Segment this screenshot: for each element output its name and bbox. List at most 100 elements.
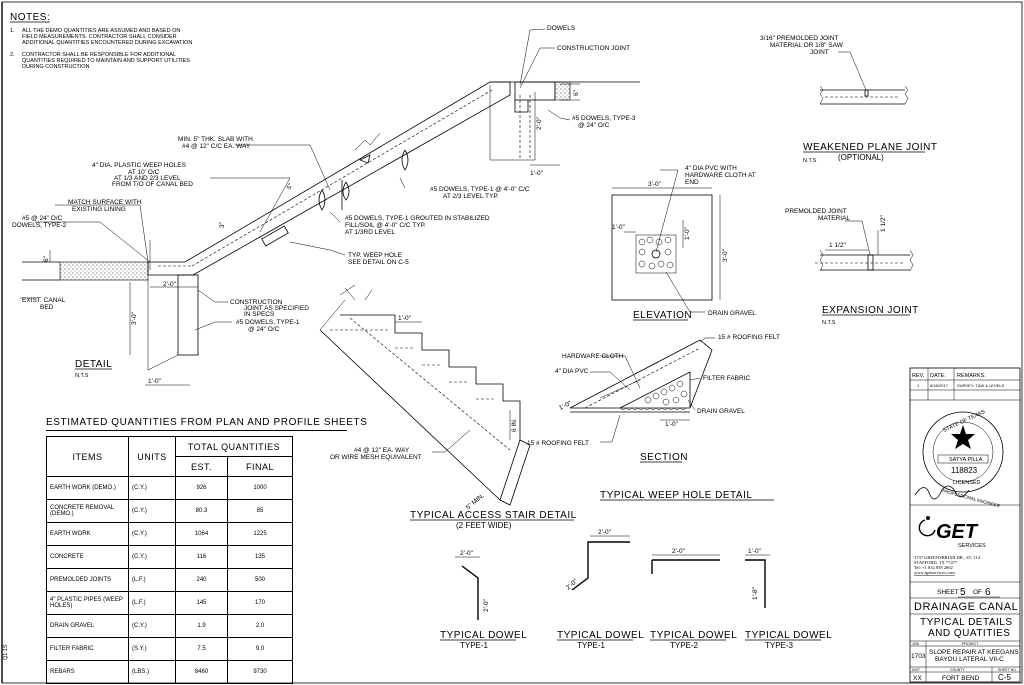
final-cell: 1225 — [226, 522, 294, 546]
dowel-3-d1: 2'-0" — [672, 548, 686, 555]
weakened-label-2: MATERIAL OR 1/8" SAW — [770, 42, 844, 49]
star-icon — [951, 425, 975, 449]
label-weep: 4" DIA. PLASTIC WEEP HOLES — [92, 162, 187, 169]
item-cell: EARTH WORK — [46, 522, 129, 546]
section-roof-bot: 15 # ROOFING FELT — [527, 440, 589, 447]
item-cell: 4" PLASTIC PIPES (WEEP HOLES) — [46, 591, 129, 615]
unit-cell: (LBS.) — [128, 660, 176, 684]
label-dowels-type1-top-2: AT 2/3 LEVEL TYP. — [443, 193, 499, 200]
elevation-dim-w: 3'-0" — [648, 181, 662, 188]
col-final: FINAL — [226, 456, 294, 477]
label-weep-4: FROM T/O OF CANAL BED — [112, 181, 193, 188]
stair-title: TYPICAL ACCESS STAIR DETAIL — [410, 510, 577, 521]
tb-county-h: COUNTY — [950, 668, 965, 672]
drain-gravel-pattern — [638, 236, 674, 270]
logo-swoosh-icon — [918, 519, 936, 537]
pe-seal: STATE OF TEXAS SATYA PILLA 118823 LICENS… — [914, 409, 1004, 509]
final-cell: 1000 — [226, 476, 294, 500]
section-dim-b: 1'-0" — [665, 421, 679, 428]
unit-cell: (C.Y.) — [128, 522, 176, 546]
tb-sheet-total: 6 — [985, 587, 991, 598]
weakened-plane-joint: 3/16" PREMOLDED JOINT MATERIAL OR 1/8" S… — [760, 35, 937, 164]
tb-project-title: DRAINAGE CANAL — [914, 601, 1018, 613]
final-cell: 2.0 — [226, 614, 294, 638]
expansion-label-2: MATERIAL — [818, 215, 850, 222]
quantities-title: ESTIMATED QUANTITIES FROM PLAN AND PROFI… — [46, 417, 368, 428]
dim-6: 6" — [43, 255, 50, 262]
elevation-pvc-2: HARDWARE CLOTH AT — [685, 172, 756, 179]
label-match-2: EXISTING LINING — [72, 206, 126, 213]
unit-cell: (C.Y.) — [128, 476, 176, 500]
unit-cell: (L.F.) — [128, 591, 176, 615]
detail-scale: N.T.S — [75, 373, 89, 379]
tb-project-h: PROJECT — [962, 642, 979, 646]
signature — [914, 485, 970, 500]
tb-drawing-title-2: AND QUATITIES — [928, 628, 1010, 639]
expansion-dim-a: 1 1/2" — [829, 242, 846, 249]
section-dim-a: 1'-0" — [558, 400, 573, 412]
section-gravel — [644, 380, 688, 406]
label-dowels-type1-bot-2: @ 24" O/C — [248, 326, 280, 333]
label-exist-bed-2: BED — [40, 304, 54, 311]
item-cell: CONCRETE — [46, 545, 129, 569]
address-line: STAFFORD, TX 77477 — [914, 560, 958, 566]
dowel-4-d1: 1'-0" — [748, 548, 762, 555]
tb-sheetno-h: SHEET NO. — [998, 668, 1017, 672]
dowel-2-type: TYPE-1 — [577, 641, 606, 650]
note-2-line: CONTRACTOR SHALL BE RESPONSIBLE FOR ADDI… — [22, 52, 176, 58]
label-dowels-type3: #5 DOWELS, TYPE-3 — [572, 115, 636, 122]
section-hardware: HARDWARE CLOTH — [562, 353, 624, 360]
address-line: 3737 GREENSBRIAR DR., ST. 114 — [914, 555, 981, 561]
expansion-scale: N.T.S — [822, 320, 836, 326]
dim-2ft-top: 2'-0" — [536, 116, 543, 130]
stair-mesh-2: OR WIRE MESH EQUIVALENT — [330, 454, 422, 461]
tb-dist-h: DIST — [912, 668, 921, 672]
expansion-title: EXPANSION JOINT — [822, 305, 919, 316]
seal-name: SATYA PILLA — [949, 457, 983, 463]
label-dowels-grouted-2: FILL/SOIL @ 4'-0" C/C TYP. — [345, 222, 426, 229]
dowel-1-d1: 2'-0" — [460, 550, 474, 557]
label-construction-joint: CONSTRUCTION — [230, 299, 283, 306]
note-2-line: QUANTITIES REQUIRED TO MAINTAIN AND SUPP… — [22, 58, 190, 64]
tb-date-h: DATE: — [930, 373, 946, 379]
label-dowels-type1-bot: #5 DOWELS, TYPE-1 — [236, 319, 300, 326]
stair-dim-a: 1'-0" — [398, 315, 412, 322]
elevation-pvc-3: END — [685, 179, 699, 186]
typical-dowel-4: 1'-0" 1'-8" TYPICAL DOWEL TYPE-3 — [745, 548, 832, 650]
dim-1ft-top: 1'-0" — [530, 170, 544, 177]
dowel-3-type: TYPE-2 — [670, 641, 699, 650]
dim-3: 3" — [219, 221, 226, 228]
elevation-title: ELEVATION — [633, 310, 692, 321]
final-cell: 135 — [226, 545, 294, 569]
unit-cell: (C.Y.) — [128, 614, 176, 638]
weakened-label-3: JOINT — [810, 49, 829, 56]
address-line: Tel: +1 832 858 2862 — [914, 565, 953, 570]
stair-mesh: #4 @ 12" EA. WAY — [354, 447, 410, 454]
col-units: UNITS — [128, 436, 176, 477]
tb-rev-h: REV. — [912, 373, 925, 379]
note-1-line: ALL THE DEMO QUANTITIES ARE ASSUMED AND … — [22, 28, 180, 34]
weakened-title: WEAKENED PLANE JOINT — [803, 142, 937, 153]
item-cell: CONCRETE REMOVAL (DEMO.) — [46, 499, 129, 523]
dim-2ft: 2'-0" — [163, 281, 177, 288]
typical-dowel-3: 2'-0" TYPICAL DOWEL TYPE-2 — [650, 548, 737, 650]
unit-cell: (S.Y.) — [128, 637, 176, 661]
dowel-4-title: TYPICAL DOWEL — [745, 630, 832, 641]
est-cell: 1064 — [175, 522, 228, 546]
quantities-table: ITEMS UNITS TOTAL QUANTITIES EST. FINAL … — [46, 436, 294, 684]
final-cell: 9.0 — [226, 637, 294, 661]
est-cell: 7.5 — [175, 637, 228, 661]
tb-sheet-num: 5 — [960, 587, 966, 598]
label-dowels-type2: #5 @ 24" O/C — [22, 215, 63, 222]
est-cell: 926 — [175, 476, 228, 500]
est-cell: 80.3 — [175, 499, 228, 523]
note-1-num: 1. — [10, 28, 15, 34]
weakened-subtitle: (OPTIONAL) — [838, 153, 884, 162]
section-pvc: 4" DIA PVC — [555, 368, 589, 375]
tb-county: FORT BEND — [942, 675, 980, 682]
canal-detail-drawing: DOWELS CONSTRUCTION JOINT 6" 2'-0" #5 DO… — [12, 25, 640, 386]
